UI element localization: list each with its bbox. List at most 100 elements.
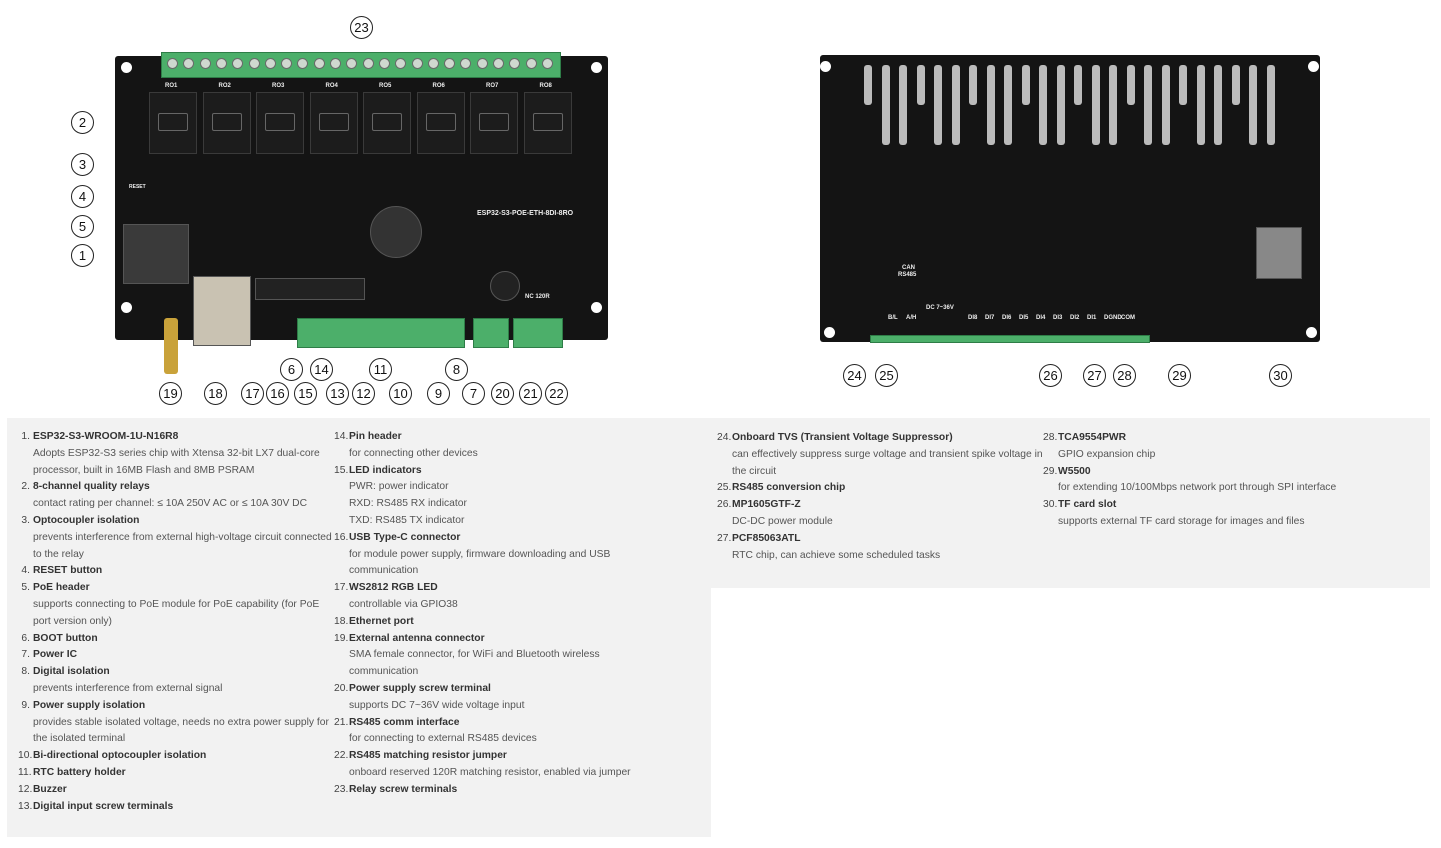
callout-marker: 5 — [71, 215, 94, 238]
callout-marker: 6 — [280, 358, 303, 381]
relay — [256, 92, 304, 154]
screw — [330, 58, 341, 69]
screw — [444, 58, 456, 69]
legend-item-description: RTC chip, can achieve some scheduled tas… — [732, 549, 941, 561]
relay-coil — [425, 113, 456, 131]
di-label: DI5 — [1019, 315, 1029, 321]
legend-item: 7.Power IC — [18, 647, 334, 664]
relay-solder-lead — [1161, 65, 1170, 145]
callout-marker: 15 — [294, 382, 317, 405]
legend-item-header: 21.RS485 comm interface — [334, 715, 664, 732]
relay-solder-lead — [986, 65, 995, 145]
relay-solder-lead — [1144, 65, 1152, 145]
legend-item-title: LED indicators — [349, 464, 422, 476]
callout-marker: 22 — [545, 382, 568, 405]
screw — [460, 58, 472, 69]
screw — [264, 58, 276, 69]
legend-item-title: PoE header — [33, 582, 90, 594]
legend-item: 11.RTC battery holder — [18, 765, 334, 782]
legend-item-title: Digital input screw terminals — [33, 800, 174, 812]
legend-item: 23.Relay screw terminals — [334, 782, 664, 799]
relay-solder-lead — [1179, 65, 1187, 105]
legend-item-header: 23.Relay screw terminals — [334, 782, 664, 799]
reset-label: RESET — [129, 184, 146, 190]
legend-item-header: 28.TCA9554PWR — [1043, 430, 1373, 447]
legend-item-number: 16. — [334, 531, 349, 543]
legend-item-description: provides stable isolated voltage, needs … — [33, 716, 329, 745]
screw — [281, 58, 293, 69]
ethernet-port — [193, 276, 251, 346]
legend-item-description: onboard reserved 120R matching resistor,… — [349, 766, 631, 778]
legend-item-header: 8.Digital isolation — [18, 664, 334, 681]
esp32-module — [123, 224, 189, 284]
legend-item-number: 21. — [334, 716, 349, 728]
relay-coil — [532, 113, 563, 131]
callout-marker: 2 — [71, 111, 94, 134]
legend-item-header: 13.Digital input screw terminals — [18, 799, 334, 816]
legend-item-title: Power supply screw terminal — [349, 682, 491, 694]
legend-item-title: PCF85063ATL — [732, 532, 801, 544]
legend-item-title: Onboard TVS (Transient Voltage Suppresso… — [732, 432, 953, 443]
relay — [416, 92, 465, 154]
callout-marker: 11 — [369, 358, 392, 381]
di-label: DI4 — [1036, 315, 1046, 321]
legend-item-number: 7. — [21, 649, 30, 661]
relay-coil — [479, 113, 509, 131]
di-label: COM — [1121, 315, 1135, 321]
mounting-hole — [820, 61, 831, 72]
legend-item-header: 5.PoE header — [18, 580, 334, 597]
legend-panel-back — [710, 418, 1430, 588]
mounting-hole — [824, 327, 835, 338]
legend-item-number: 19. — [334, 632, 349, 644]
screw — [476, 58, 488, 69]
legend-item-number: 4. — [21, 565, 30, 577]
legend-item-header: 26.MP1605GTF-Z — [717, 497, 1045, 514]
legend-item: 25.RS485 conversion chip — [717, 480, 1045, 497]
callout-marker: 30 — [1269, 364, 1292, 387]
legend-item-header: 3.Optocoupler isolation — [18, 513, 334, 530]
relay-label: RO8 — [539, 83, 552, 89]
legend-item-number: 6. — [21, 632, 30, 644]
di-label: DI3 — [1053, 315, 1063, 321]
legend-item-number: 1. — [21, 431, 30, 442]
legend-item-title: BOOT button — [33, 632, 98, 644]
legend-item-header: 22.RS485 matching resistor jumper — [334, 748, 664, 765]
legend-item-header: 18.Ethernet port — [334, 614, 664, 631]
callout-marker: 3 — [71, 153, 94, 176]
legend-item-number: 24. — [717, 432, 732, 443]
legend-item-description: DC-DC power module — [732, 515, 833, 527]
legend-item-title: Power supply isolation — [33, 699, 146, 711]
relay-solder-lead — [1021, 65, 1030, 105]
screw — [248, 58, 260, 69]
callout-marker: 12 — [352, 382, 375, 405]
relay — [470, 92, 518, 154]
legend-item-number: 26. — [717, 499, 732, 511]
relay-label: RO6 — [432, 83, 445, 89]
legend-item-title: Pin header — [349, 431, 402, 442]
legend-item-title: RS485 matching resistor jumper — [349, 750, 507, 762]
legend-item-number: 18. — [334, 615, 349, 627]
legend-item-number: 8. — [21, 666, 30, 678]
legend-panel-front — [7, 418, 711, 837]
legend-item-number: 11. — [18, 766, 32, 778]
screw — [493, 58, 504, 69]
relay-coil — [372, 113, 402, 131]
legend-column-3: 24.Onboard TVS (Transient Voltage Suppre… — [717, 430, 1045, 564]
relay-solder-lead — [1056, 65, 1065, 145]
legend-item: 24.Onboard TVS (Transient Voltage Suppre… — [717, 430, 1045, 480]
callout-marker: 17 — [241, 382, 264, 405]
relay-solder-lead — [1074, 65, 1082, 105]
legend-item-number: 3. — [21, 514, 30, 526]
legend-item-title: MP1605GTF-Z — [732, 499, 801, 511]
legend-item-title: RS485 comm interface — [349, 716, 460, 728]
